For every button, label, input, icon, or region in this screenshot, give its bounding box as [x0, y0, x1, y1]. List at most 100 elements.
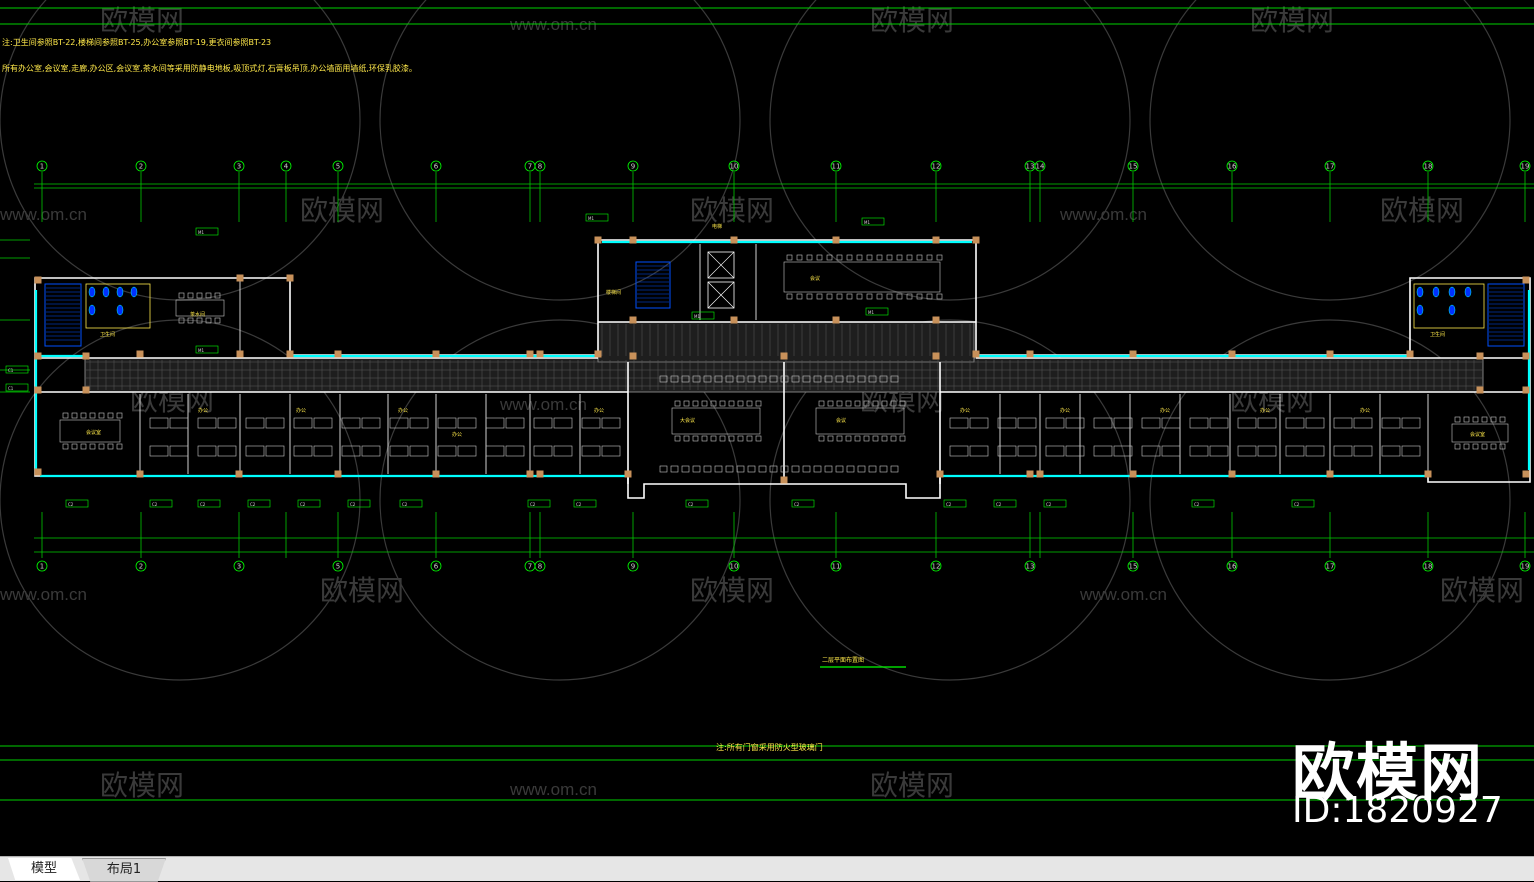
chair [737, 435, 744, 442]
chair [824, 465, 833, 473]
tab-model[interactable]: 模型 [8, 858, 80, 880]
desk [169, 417, 189, 429]
chair [827, 435, 834, 442]
desk [997, 445, 1017, 457]
room-label: 会议室 [86, 429, 101, 436]
chair [758, 375, 767, 383]
desk [437, 445, 457, 457]
chair [116, 443, 123, 450]
watermark-url: www.om.cn [0, 205, 87, 224]
room-label: 办公 [594, 407, 604, 414]
desk [1333, 445, 1353, 457]
axis-label: 1 [40, 163, 44, 171]
axis-bubble [36, 560, 48, 572]
column [1522, 276, 1530, 284]
axis-label: 13 [1026, 563, 1035, 571]
axis-label: 9 [631, 563, 635, 571]
desk [1093, 445, 1113, 457]
chair [857, 465, 866, 473]
desk [601, 445, 621, 457]
axis-bubble [728, 560, 740, 572]
chair [719, 435, 726, 442]
chair [856, 293, 863, 300]
tag-box [993, 499, 1017, 508]
axis-bubble [135, 560, 147, 572]
chair [835, 375, 844, 383]
chair [178, 292, 185, 299]
chair [826, 293, 833, 300]
column [286, 274, 294, 282]
column [526, 350, 534, 358]
tag-label: C1 [8, 368, 14, 373]
chair [802, 465, 811, 473]
watermark-brand: 欧模网 [1380, 195, 1464, 226]
axis-label: 2 [139, 563, 143, 571]
column [1026, 470, 1034, 478]
tag-label: C1 [8, 386, 14, 391]
chair [187, 292, 194, 299]
room-label: 办公 [452, 431, 462, 438]
column [82, 386, 90, 394]
desk [997, 417, 1017, 429]
axis-bubble [830, 160, 842, 172]
chair [890, 400, 897, 407]
column [34, 386, 42, 394]
watermark-circle [1149, 319, 1511, 681]
tab-layout1[interactable]: 布局1 [82, 858, 166, 882]
chair [681, 465, 690, 473]
desk [1333, 417, 1353, 429]
watermark-circle [769, 319, 1131, 681]
chair [845, 435, 852, 442]
column [1036, 470, 1044, 478]
chair [806, 293, 813, 300]
axis-label: 3 [237, 563, 241, 571]
column [594, 350, 602, 358]
axis-label: 16 [1228, 563, 1237, 571]
chair [899, 400, 906, 407]
axis-label: 9 [631, 163, 635, 171]
chair [818, 435, 825, 442]
chair [899, 435, 906, 442]
chair [736, 465, 745, 473]
column [780, 476, 788, 484]
column [932, 236, 940, 244]
desk [361, 417, 381, 429]
room-label: 会议室 [1470, 431, 1485, 438]
watermark-brand: 欧模网 [1250, 5, 1334, 36]
watermark-brand: 欧模网 [300, 195, 384, 226]
conference-table [815, 407, 905, 435]
chair [824, 375, 833, 383]
desk [437, 417, 457, 429]
column [286, 350, 294, 358]
toilet-fixture [88, 286, 96, 298]
desk [1093, 417, 1113, 429]
chair [786, 293, 793, 300]
chair [906, 293, 913, 300]
axis-label: 12 [932, 563, 941, 571]
desk [1209, 445, 1229, 457]
desk [169, 445, 189, 457]
desk [293, 417, 313, 429]
tag-label: C2 [200, 502, 206, 507]
column [1522, 386, 1530, 394]
chair [755, 400, 762, 407]
chair [659, 465, 668, 473]
desk [1161, 445, 1181, 457]
tag-label: M1 [868, 310, 874, 315]
chair [890, 375, 899, 383]
desk [969, 445, 989, 457]
column [1476, 352, 1484, 360]
chair [89, 412, 96, 419]
chair [714, 375, 723, 383]
watermark-circle [1149, 0, 1511, 301]
chair [936, 254, 943, 261]
chair [1454, 443, 1461, 450]
tag-label: C2 [300, 502, 306, 507]
chair [71, 443, 78, 450]
chair [836, 435, 843, 442]
desk [553, 445, 573, 457]
